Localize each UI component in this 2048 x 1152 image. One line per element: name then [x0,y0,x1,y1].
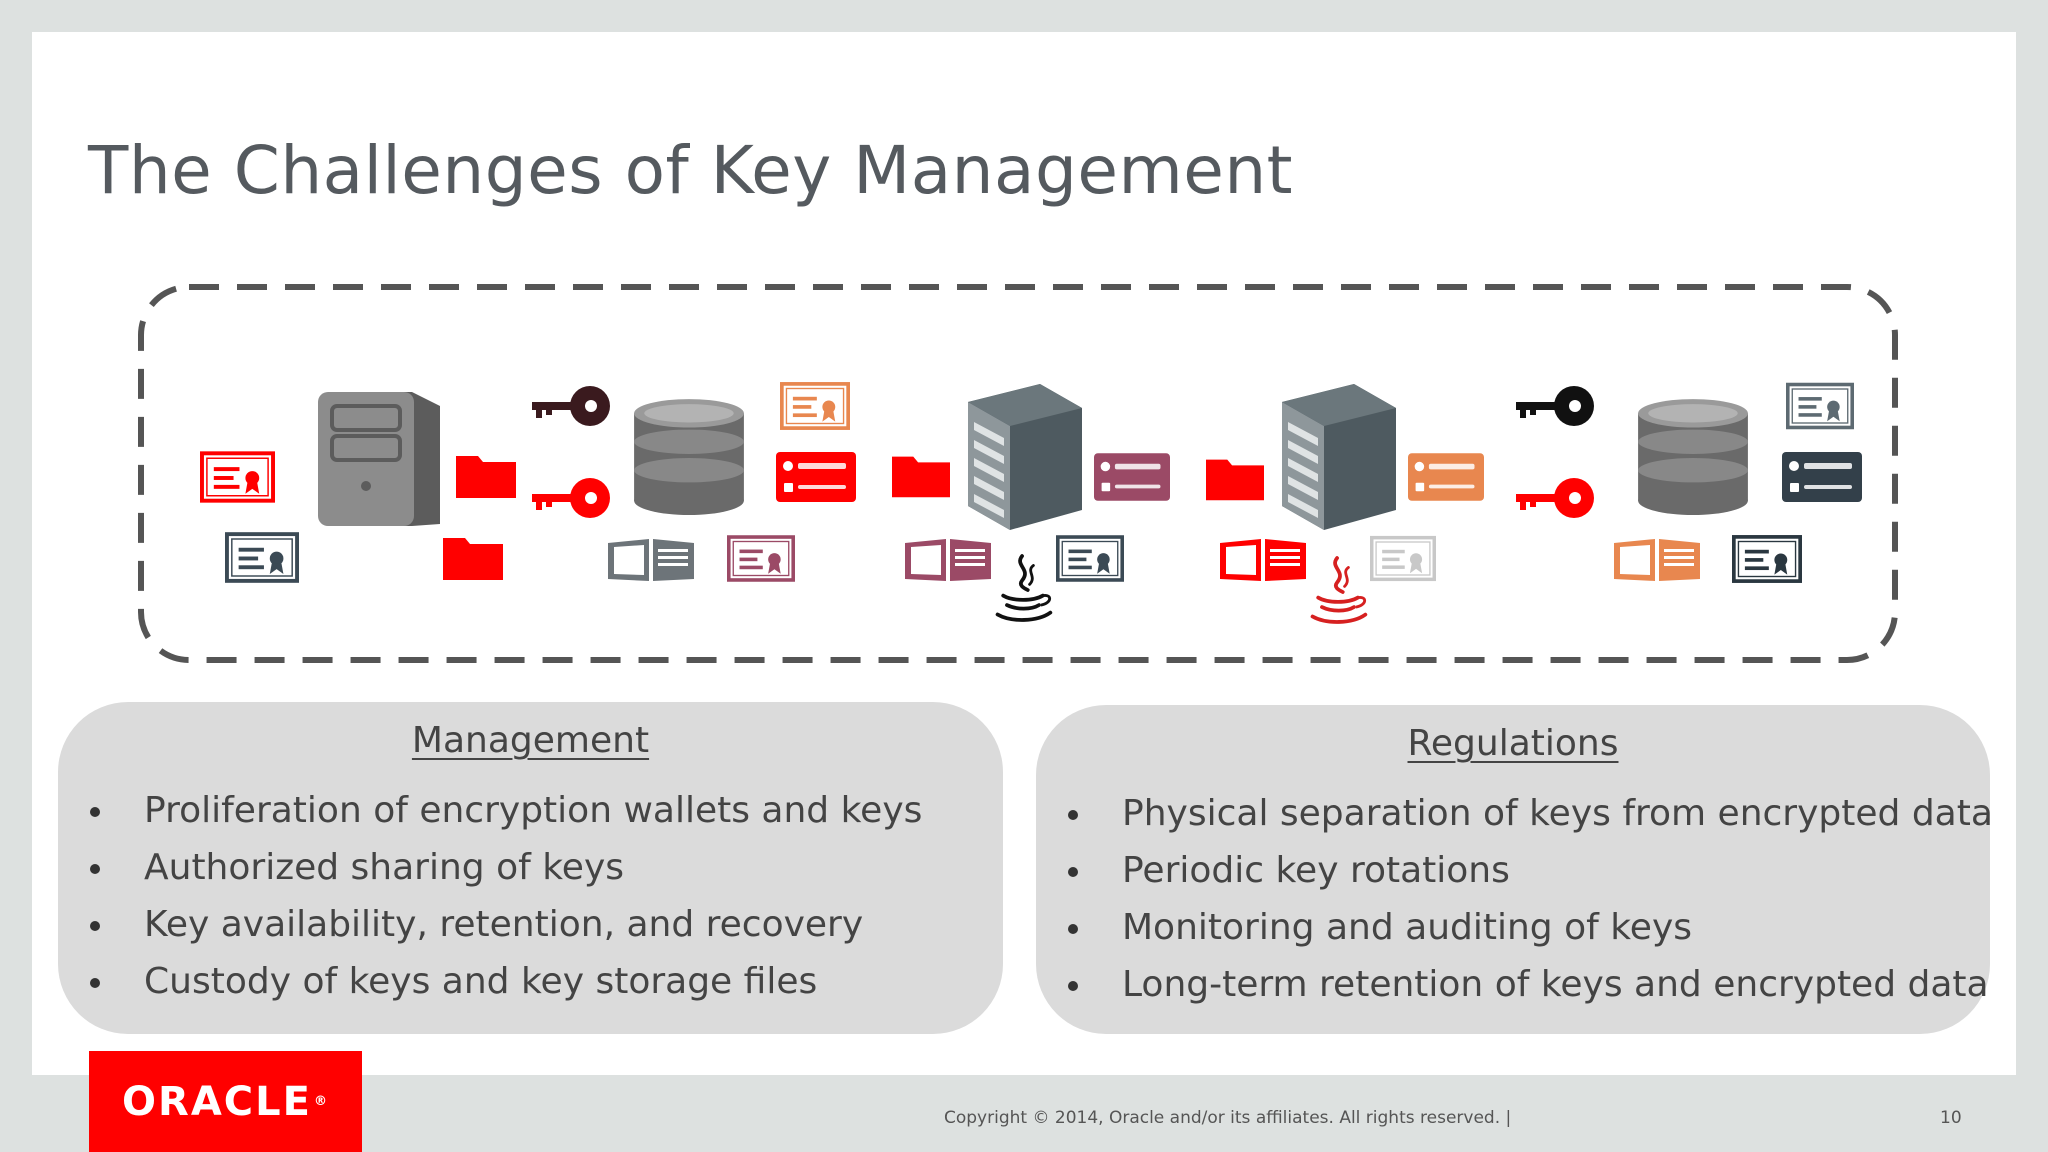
dashed-boundary [138,284,1898,663]
certificate-icon [1370,535,1436,582]
folder-icon [892,456,950,498]
folder-icon [456,456,516,498]
bullet-icon [90,978,100,988]
list-item-text: Proliferation of encryption wallets and … [144,790,923,831]
wallet-icon [1220,539,1306,581]
list-item-text: Custody of keys and key storage files [144,961,818,1002]
id-card-icon [776,452,856,502]
key-icon [532,386,610,426]
list-item: Long-term retention of keys and encrypte… [1068,956,1993,1013]
list-item: Authorized sharing of keys [90,839,922,896]
list-item-text: Periodic key rotations [1122,850,1510,891]
certificate-icon [1056,535,1124,582]
list-item: Custody of keys and key storage files [90,953,922,1010]
list-item: Proliferation of encryption wallets and … [90,782,922,839]
key-icon [1516,386,1594,426]
slide-title: The Challenges of Key Management [88,132,1294,209]
key-icon [532,478,610,518]
wallet-icon [1614,539,1700,581]
bullet-icon [90,807,100,817]
bullet-icon [1068,924,1078,934]
list-item: Physical separation of keys from encrypt… [1068,785,1993,842]
list-item-text: Authorized sharing of keys [144,847,625,888]
list-item-text: Long-term retention of keys and encrypte… [1122,964,1989,1005]
certificate-icon [1732,535,1802,583]
server-tower-icon [316,390,442,528]
bullet-icon [1068,981,1078,991]
list-item-text: Monitoring and auditing of keys [1122,907,1693,948]
list-item-text: Physical separation of keys from encrypt… [1122,793,1993,834]
certificate-icon [200,451,275,503]
bullet-icon [90,921,100,931]
id-card-icon [1408,453,1484,501]
java-logo-icon [995,554,1053,622]
id-card-icon [1782,452,1862,502]
regulations-list: Physical separation of keys from encrypt… [1068,785,1993,1013]
folder-icon [443,538,503,580]
copyright-footer: Copyright © 2014, Oracle and/or its affi… [944,1108,1512,1128]
logo-text: ORACLE [122,1078,312,1125]
id-card-icon [1094,453,1170,501]
database-icon [1638,399,1748,515]
list-item: Key availability, retention, and recover… [90,896,922,953]
database-icon [634,399,744,515]
management-panel: Management Proliferation of encryption w… [58,702,1003,1034]
java-logo-icon [1310,556,1368,624]
management-heading: Management [411,720,650,761]
certificate-icon [727,535,795,582]
certificate-icon [227,534,297,581]
certificate-icon [780,382,850,430]
bullet-icon [1068,810,1078,820]
management-list: Proliferation of encryption wallets and … [90,782,922,1010]
folder-icon [1206,459,1264,501]
page-number: 10 [1940,1108,1962,1128]
bullet-icon [1068,867,1078,877]
rack-server-icon [1282,384,1396,530]
rack-server-icon [968,384,1082,530]
regulations-panel: Regulations Physical separation of keys … [1036,705,1993,1034]
wallet-icon [905,539,991,581]
list-item: Monitoring and auditing of keys [1068,899,1993,956]
registered-mark: ® [313,1094,329,1109]
bullet-icon [90,864,100,874]
certificate-icon [1786,382,1854,430]
wallet-icon [608,539,694,581]
key-icon [1516,478,1594,518]
list-item: Periodic key rotations [1068,842,1993,899]
oracle-logo: ORACLE® [89,1051,362,1152]
list-item-text: Key availability, retention, and recover… [144,904,864,945]
regulations-heading: Regulations [1407,723,1619,764]
